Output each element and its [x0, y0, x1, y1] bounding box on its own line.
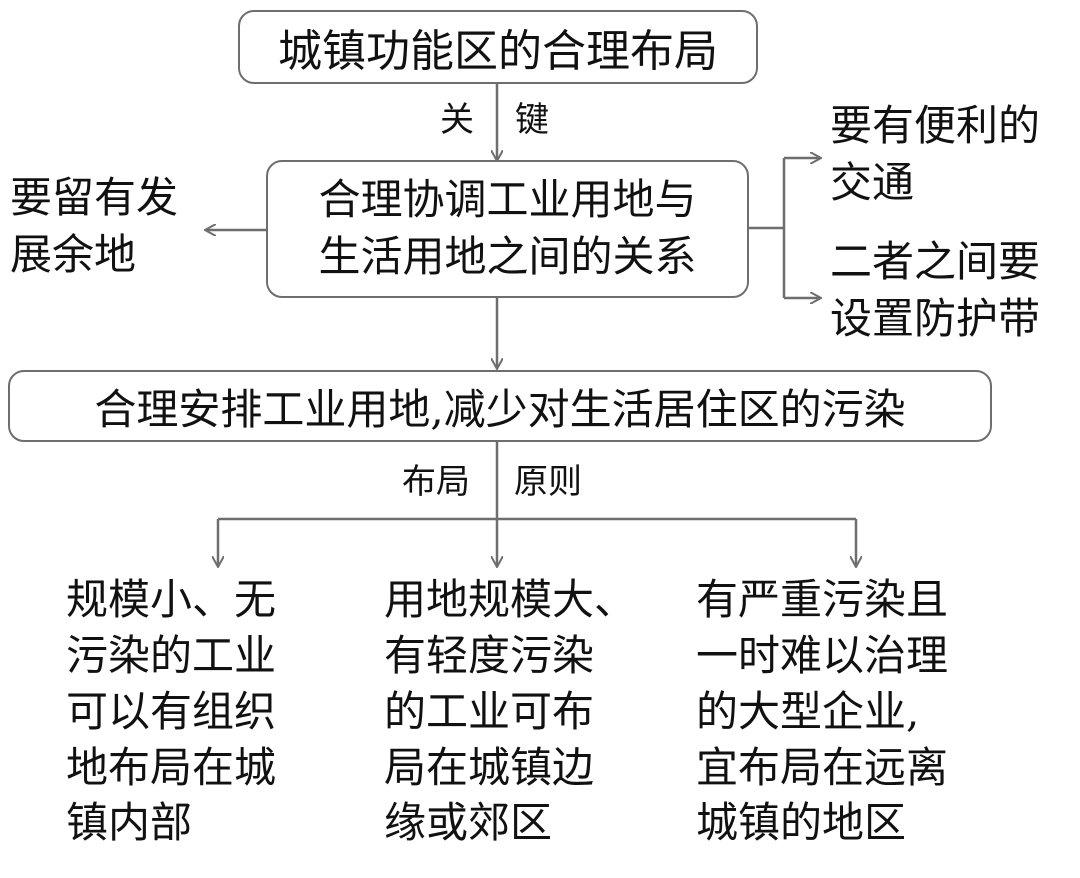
center-node: 合理协调工业用地与 生活用地之间的关系 — [266, 160, 749, 298]
right-note-buffer: 二者之间要 设置防护带 — [830, 237, 1041, 343]
edge-label-principle: 原则 — [514, 462, 582, 502]
column-small-industry: 规模小、无 污染的工业 可以有组织 地布局在城 镇内部 — [66, 575, 277, 848]
edge-label-key-right: 键 — [515, 100, 549, 140]
wide-node-label: 合理安排工业用地,减少对生活居住区的污染 — [94, 384, 906, 434]
edge-label-key-left: 关 — [440, 100, 474, 140]
top-node-label: 城镇功能区的合理布局 — [278, 26, 718, 77]
center-node-label: 合理协调工业用地与 生活用地之间的关系 — [318, 175, 697, 281]
column-heavy-pollution: 有严重污染且 一时难以治理 的大型企业, 宜布局在远离 城镇的地区 — [696, 575, 949, 848]
right-note-transport: 要有便利的 交通 — [830, 101, 1041, 207]
column-large-light-pollution: 用地规模大、 有轻度污染 的工业可布 局在城镇边 缘或郊区 — [384, 575, 637, 848]
edge-label-layout: 布局 — [402, 462, 470, 502]
top-node: 城镇功能区的合理布局 — [238, 10, 758, 84]
left-note: 要留有发 展余地 — [10, 173, 179, 279]
wide-node: 合理安排工业用地,减少对生活居住区的污染 — [8, 370, 992, 442]
